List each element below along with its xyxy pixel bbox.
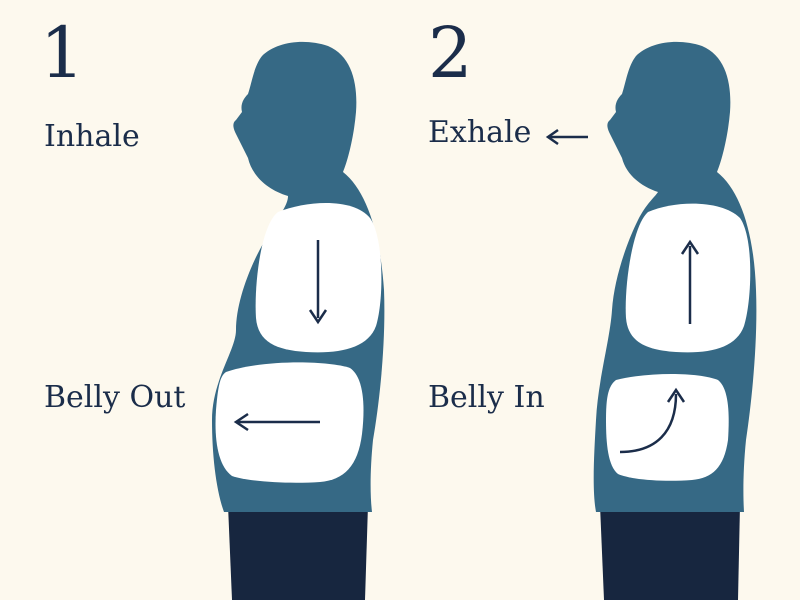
- arrow-down-icon: [308, 240, 328, 325]
- figure-inhale: [212, 41, 385, 600]
- belly-in-label: Belly In: [428, 380, 545, 415]
- arrow-left-icon: [545, 128, 588, 146]
- arrow-up-icon: [680, 239, 700, 324]
- figure-exhale: [545, 41, 757, 600]
- pants-shape: [600, 505, 740, 600]
- step-number: 1: [40, 12, 85, 94]
- step-number: 2: [428, 12, 473, 94]
- exhale-label: Exhale: [428, 115, 532, 150]
- arrow-left-icon: [233, 412, 320, 432]
- curved-arrow-icon: [619, 387, 686, 454]
- inhale-label: Inhale: [44, 119, 140, 154]
- lung-shape: [625, 203, 751, 353]
- pants-shape: [228, 505, 368, 600]
- step-1-panel: 1 Inhale Belly Out: [40, 12, 385, 600]
- belly-out-label: Belly Out: [44, 380, 186, 415]
- step-2-panel: 2 Exhale Belly In: [400, 0, 800, 600]
